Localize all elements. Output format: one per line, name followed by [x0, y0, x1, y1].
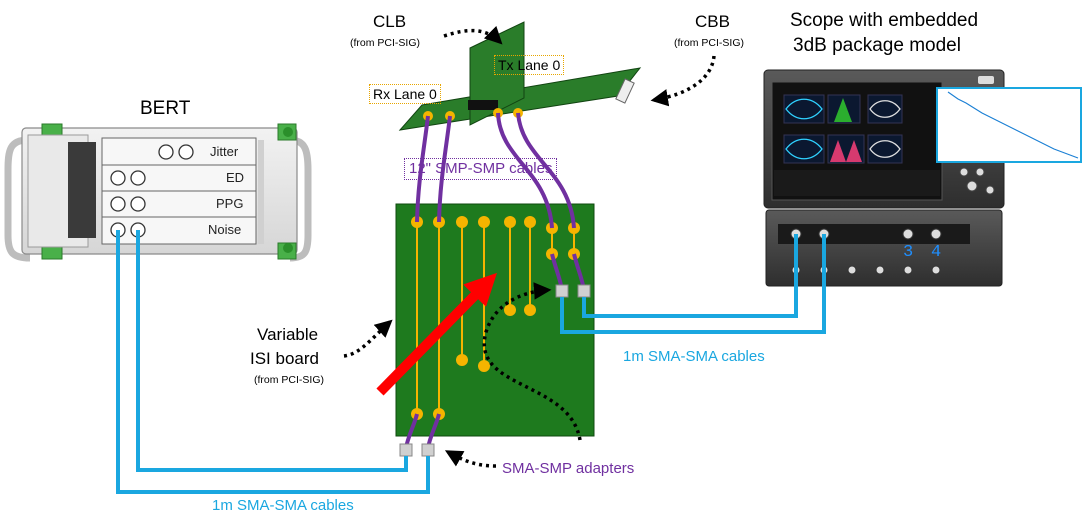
rx-lane-label: Rx Lane 0 [369, 84, 441, 104]
bert-module-ed: ED [226, 170, 245, 185]
scope-title-line1: Scope with embedded [790, 10, 979, 31]
bert-title: BERT [140, 98, 191, 119]
bert-module-jitter: Jitter [210, 144, 239, 159]
pointer-arrows [343, 25, 716, 468]
cbb-source: (from PCI-SIG) [674, 37, 744, 49]
sma-cables [116, 230, 826, 494]
scope-channel-3: 3 [903, 243, 914, 262]
variable-isi-arrow [376, 272, 497, 396]
loss-plot-inset [936, 87, 1082, 163]
scope-title-line2: 3dB package model [793, 35, 961, 56]
oscilloscope [763, 69, 1082, 287]
bert-module-ppg: PPG [216, 196, 244, 211]
isi-source: (from PCI-SIG) [254, 374, 324, 386]
sma-cables-bottom-label: 1m SMA-SMA cables [212, 497, 354, 514]
scope-channel-4: 4 [931, 243, 942, 262]
sma-cables-right-label: 1m SMA-SMA cables [623, 348, 765, 365]
clb-source: (from PCI-SIG) [350, 37, 420, 49]
bert-module-noise: Noise [208, 222, 242, 237]
tx-lane-label: Tx Lane 0 [494, 55, 565, 75]
clb-board [468, 21, 525, 126]
isi-title-line2: ISI board [250, 349, 319, 368]
eye-diagram-panel [774, 94, 940, 196]
adapters-label: SMA-SMP adapters [502, 460, 635, 477]
cbb-title: CBB [695, 12, 730, 31]
bert-instrument [4, 123, 312, 262]
smp-cables-label: 12" SMP-SMP cables [404, 158, 558, 180]
clb-title: CLB [373, 12, 407, 31]
isi-title-line1: Variable [257, 325, 319, 344]
